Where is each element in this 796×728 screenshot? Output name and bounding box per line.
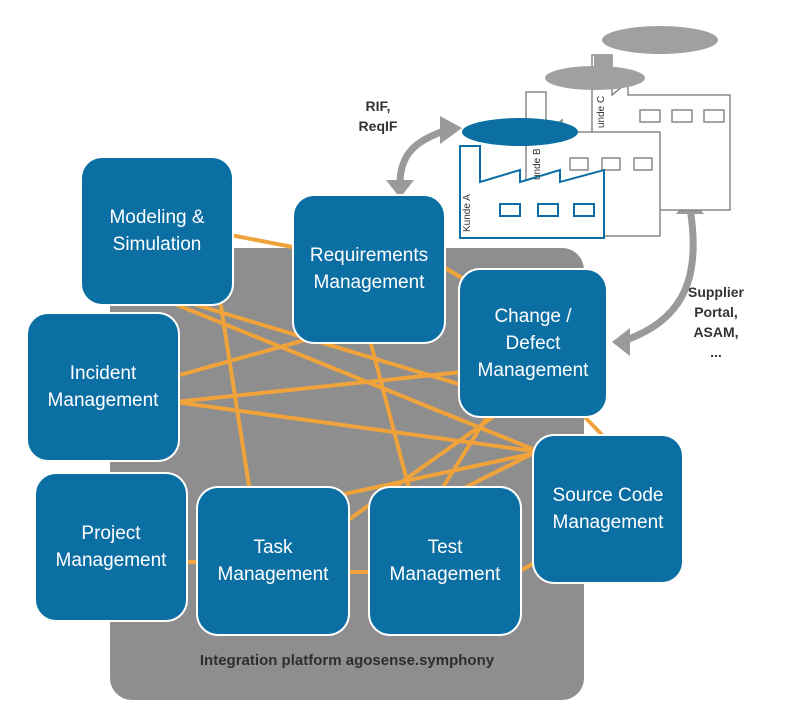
- incident-management-box[interactable]: Incident Management: [28, 314, 178, 460]
- source-code-management-box[interactable]: Source Code Management: [534, 436, 682, 582]
- project-management-label: Project Management: [55, 523, 167, 571]
- supplier-label: Supplier Portal, ASAM, ...: [687, 284, 744, 360]
- test-management-label: Test Management: [389, 537, 501, 585]
- link-modeling-requirements: [224, 232, 299, 250]
- factory-label-a: Kunde A: [462, 194, 473, 232]
- rif-arrow-head-right: [440, 116, 462, 144]
- link-change-source: [578, 410, 607, 440]
- link-source-task: [339, 450, 541, 497]
- modeling-simulation-label: Modeling & Simulation: [109, 207, 205, 255]
- factory-label-b: unde B: [532, 148, 543, 180]
- test-management-box[interactable]: Test Management: [370, 488, 520, 634]
- change-defect-management-label: Change / Defect Management: [477, 305, 589, 381]
- supplier-arrow-head-left: [612, 328, 630, 356]
- exchange-arrows: [396, 126, 697, 346]
- task-management-label: Task Management: [217, 537, 329, 585]
- incident-management-label: Incident Management: [47, 363, 159, 411]
- rif-label: RIF, ReqIF: [358, 98, 398, 134]
- link-incident-source: [174, 400, 541, 454]
- supplier-arrow: [616, 204, 697, 346]
- rif-arrow-head-down: [386, 180, 414, 198]
- task-management-box[interactable]: Task Management: [198, 488, 348, 634]
- project-management-box[interactable]: Project Management: [36, 474, 186, 620]
- change-defect-management-box[interactable]: Change / Defect Management: [460, 270, 606, 416]
- platform-label: Integration platform agosense.symphony: [199, 652, 495, 669]
- link-requirements-incident: [179, 338, 306, 377]
- rif-arrow: [396, 126, 450, 188]
- modeling-simulation-box[interactable]: Modeling & Simulation: [82, 158, 232, 304]
- link-modeling-change: [179, 298, 463, 387]
- source-code-management-label: Source Code Management: [552, 485, 664, 533]
- factory-kunde-a: [459, 118, 605, 239]
- link-requirements-test: [368, 339, 412, 493]
- link-incident-change: [174, 370, 463, 404]
- link-change-test: [438, 410, 492, 494]
- requirements-management-box[interactable]: Requirements Management: [294, 196, 444, 342]
- factory-label-c: unde C: [596, 96, 607, 128]
- requirements-management-label: Requirements Management: [309, 245, 429, 293]
- link-test-source: [517, 560, 537, 574]
